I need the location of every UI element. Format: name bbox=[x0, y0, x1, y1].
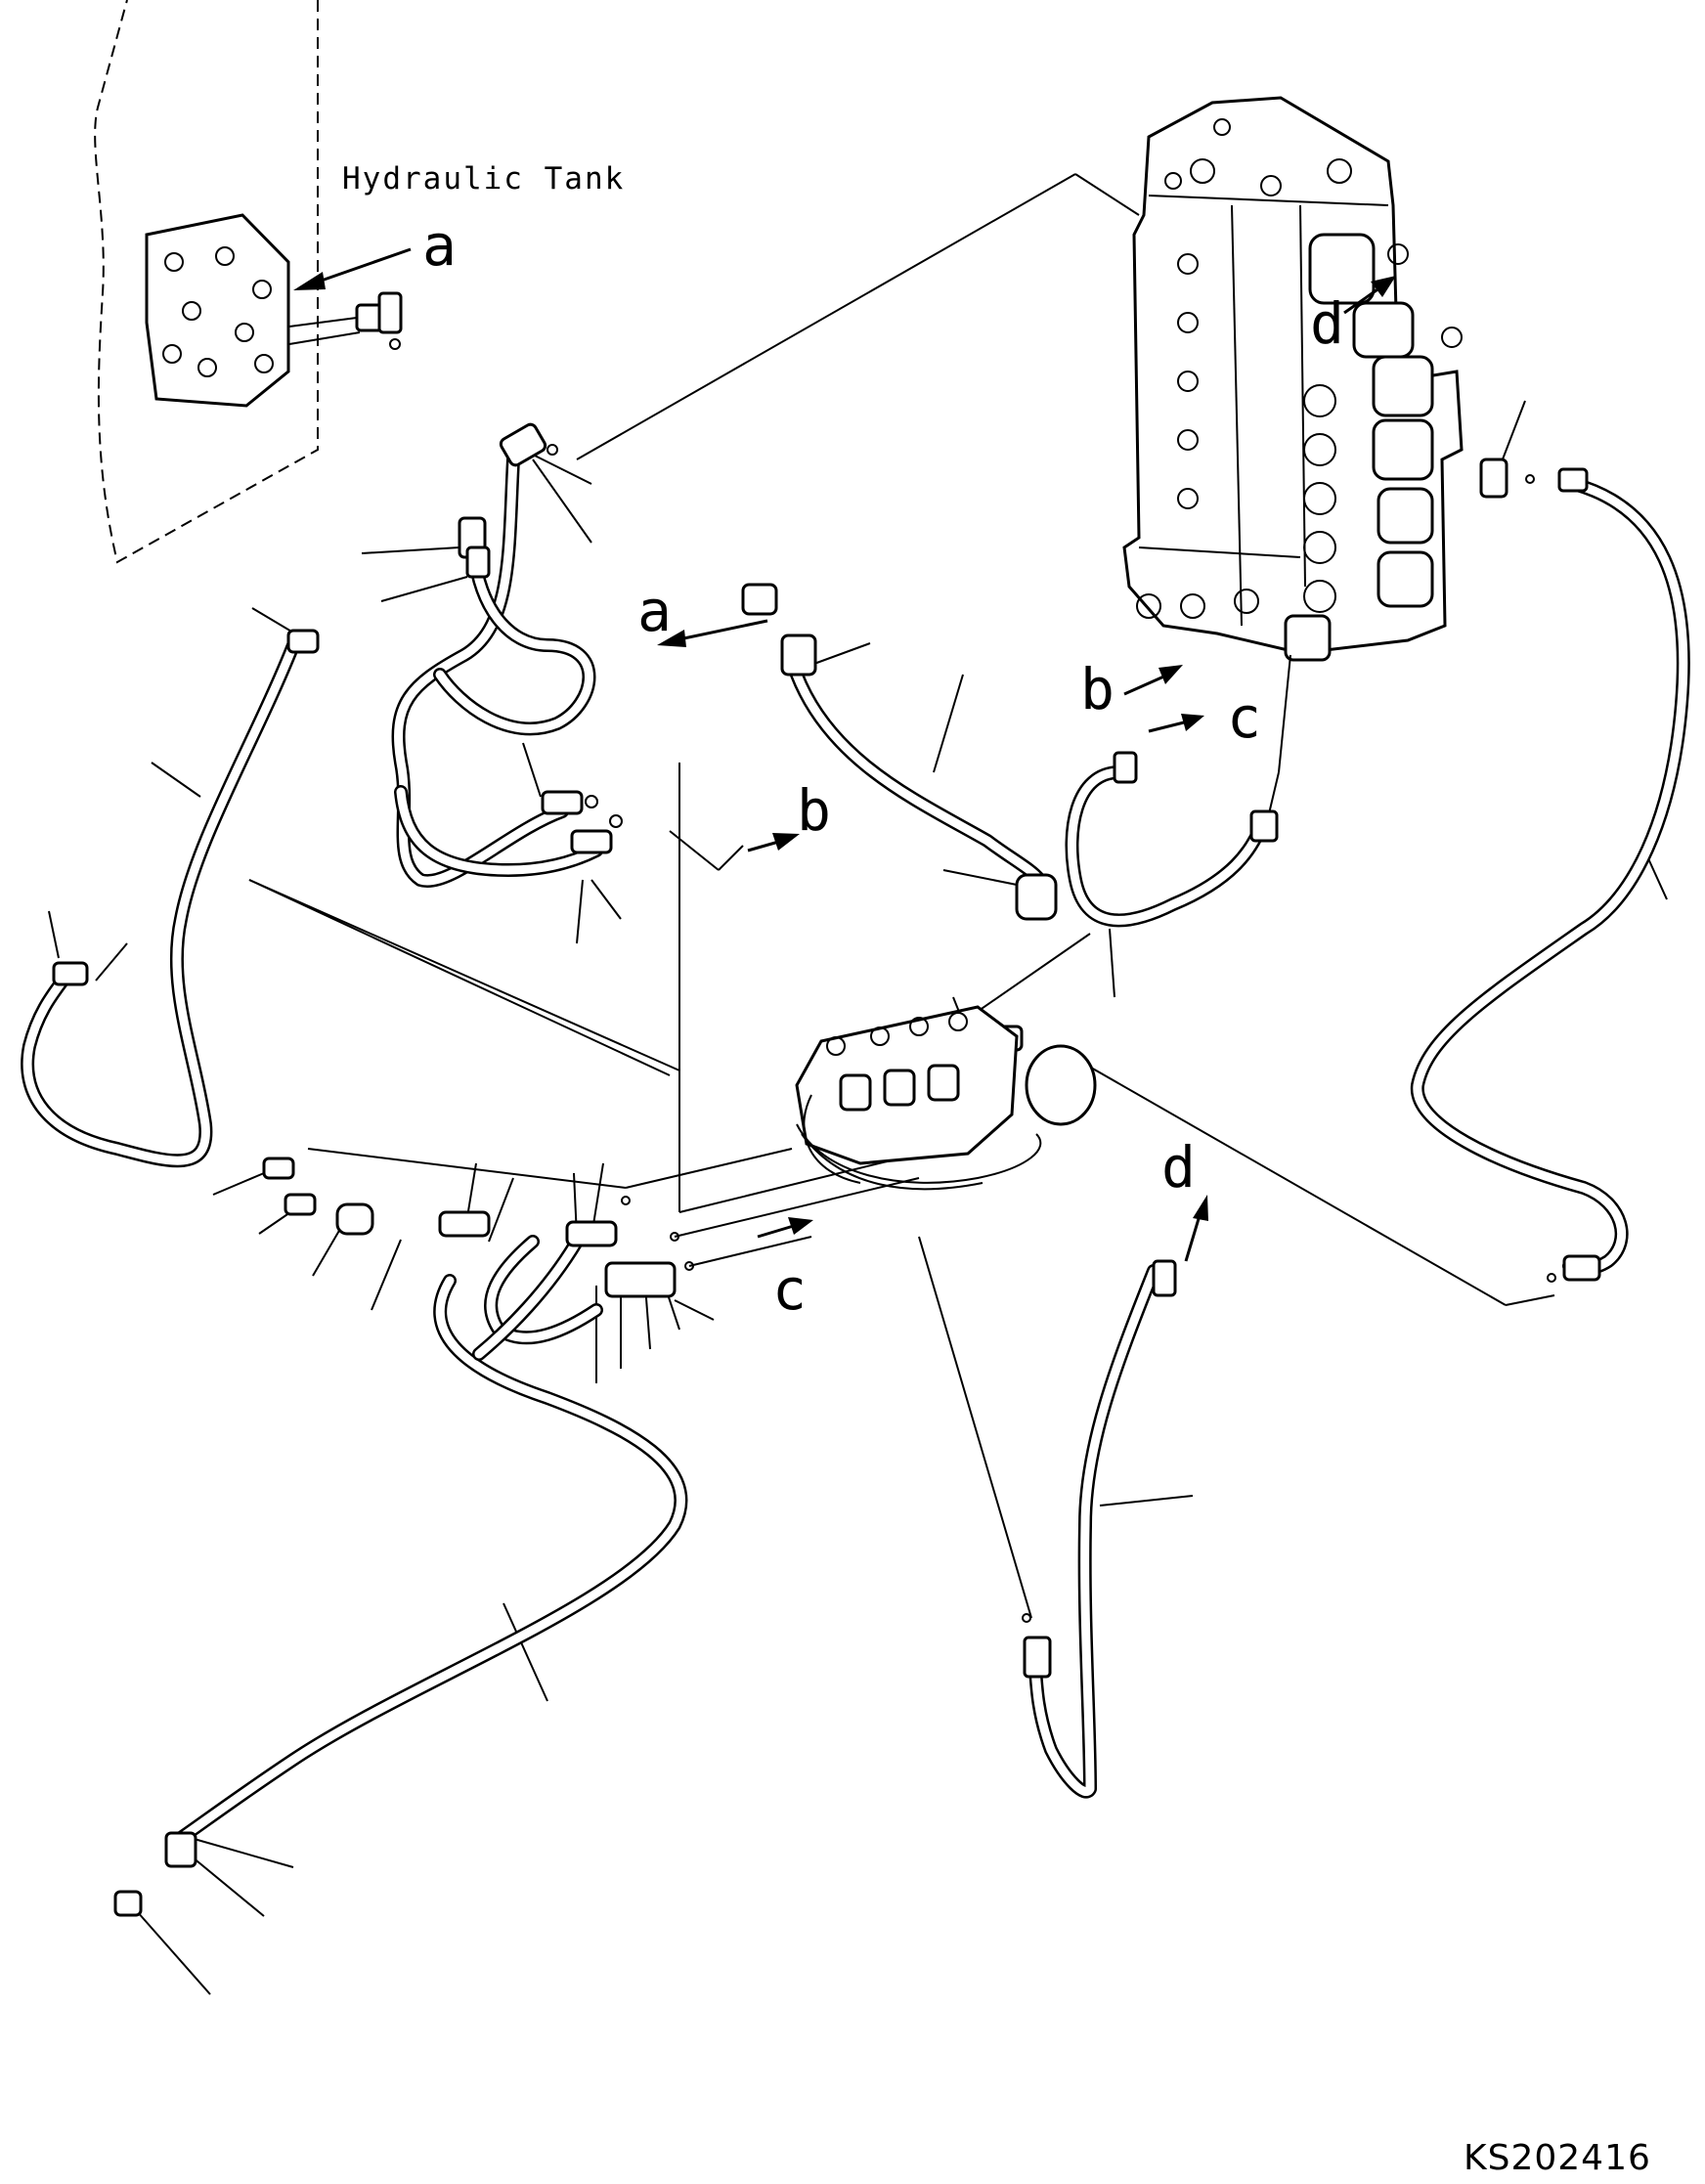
connection-label-a-top: a bbox=[422, 212, 457, 279]
connection-label-c-bottom: c bbox=[772, 1256, 807, 1323]
ppc-valve bbox=[795, 1005, 1097, 1191]
hydraulic-tank-label: Hydraulic Tank bbox=[342, 161, 626, 197]
connection-label-d-valve: d bbox=[1310, 290, 1344, 357]
connection-label-c-right: c bbox=[1227, 684, 1261, 751]
arrow-a-top bbox=[293, 247, 412, 290]
main-control-valve bbox=[1122, 96, 1464, 662]
fittings bbox=[52, 422, 1601, 1917]
hoses bbox=[21, 453, 1690, 1845]
connection-label-a-mid: a bbox=[637, 578, 672, 644]
connection-label-d-bottom: d bbox=[1161, 1134, 1196, 1201]
tank-flange-plate bbox=[145, 213, 290, 408]
connection-label-b-mid: b bbox=[797, 777, 831, 844]
arrow-d-valve bbox=[1343, 276, 1396, 315]
drawing-code: KS202416 bbox=[1464, 2138, 1651, 2178]
connection-label-b-right: b bbox=[1080, 656, 1115, 722]
hydraulic-tank-outline bbox=[94, 0, 319, 564]
connection-arrows bbox=[657, 619, 1208, 1262]
tank-elbow-fitting bbox=[288, 291, 403, 350]
leader-lines bbox=[48, 173, 1668, 1995]
